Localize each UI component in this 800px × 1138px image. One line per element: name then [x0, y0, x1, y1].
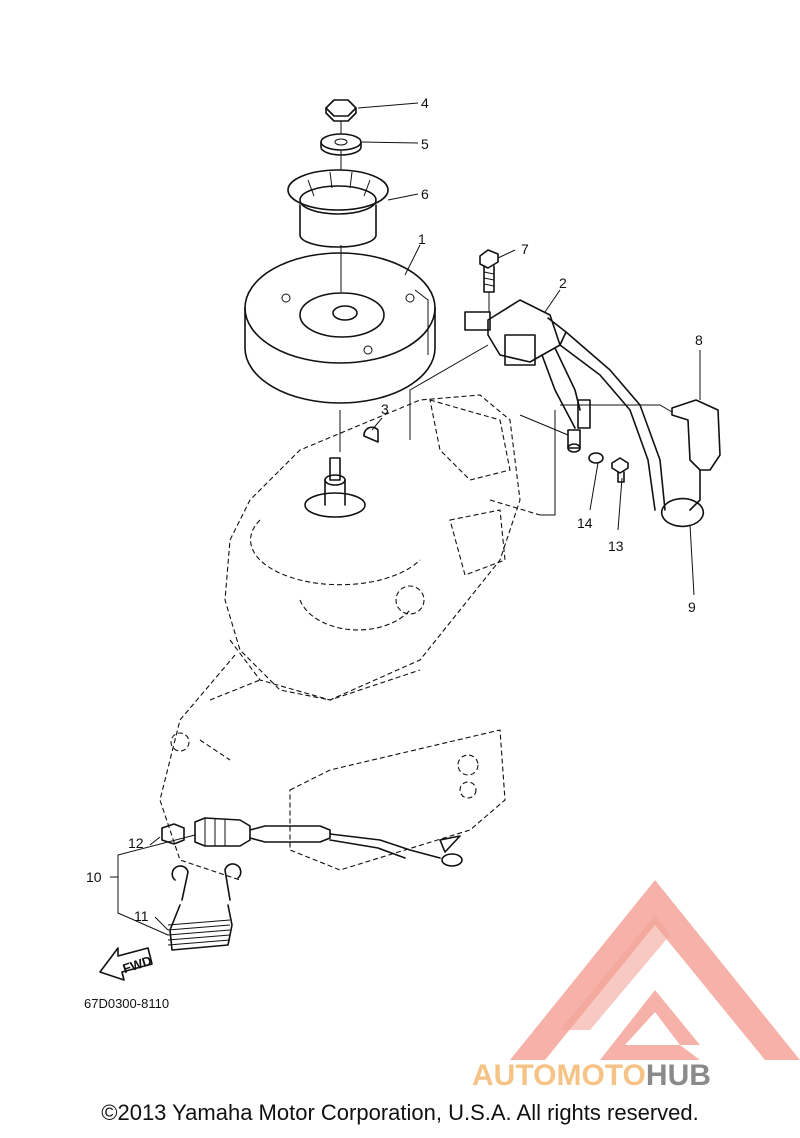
- callout-2: 2: [559, 275, 567, 291]
- ignition-coil: [464, 299, 666, 511]
- callout-9: 9: [688, 599, 696, 615]
- woodruff-key: [363, 426, 379, 443]
- callout-12: 12: [128, 835, 144, 851]
- watermark-brand-part2: HUB: [646, 1059, 711, 1092]
- callout-11: 11: [134, 908, 149, 924]
- flywheel-nut: [325, 99, 357, 122]
- starter-pulley: [287, 169, 389, 248]
- forward-arrow-icon: FWD: [99, 947, 154, 981]
- callout-14: 14: [577, 515, 593, 531]
- watermark-logo: [510, 880, 800, 1060]
- engine-stop-switch: [161, 817, 463, 951]
- flywheel-magneto: [244, 252, 436, 404]
- coil-bolt: [479, 249, 499, 293]
- callout-7: 7: [521, 241, 529, 257]
- spark-plug-cap: [660, 399, 721, 528]
- watermark-brand-text: AUTOMOTOHUB: [472, 1059, 711, 1092]
- callout-13: 13: [608, 538, 624, 554]
- callout-5: 5: [421, 136, 429, 152]
- fwd-label: FWD: [121, 953, 154, 976]
- callout-4: 4: [421, 95, 429, 111]
- callout-8: 8: [695, 332, 703, 348]
- watermark-brand-part1: AUTOMOTO: [472, 1059, 646, 1092]
- lower-casing-outline: [159, 654, 506, 881]
- powerhead-outline: [224, 394, 521, 701]
- ground-terminal: [567, 429, 629, 483]
- callout-1: 1: [418, 231, 426, 247]
- copyright-notice: ©2013 Yamaha Motor Corporation, U.S.A. A…: [101, 1100, 699, 1125]
- callout-6: 6: [421, 186, 429, 202]
- assembly-guide-lines: [339, 121, 673, 516]
- callout-leaders: [110, 102, 701, 936]
- callout-10: 10: [86, 869, 102, 885]
- drawing-code: 67D0300-8110: [84, 996, 169, 1011]
- callout-3: 3: [381, 401, 389, 417]
